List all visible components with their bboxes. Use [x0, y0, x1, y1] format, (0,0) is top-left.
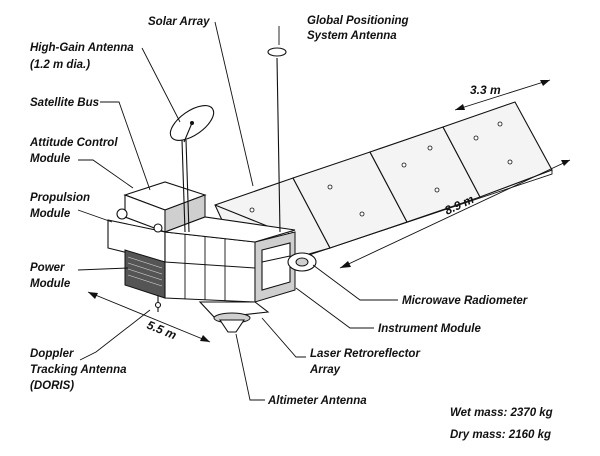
array-width-dimension: 3.3 m — [470, 83, 501, 97]
gps-antenna-label-line1: Global Positioning — [307, 15, 409, 27]
attitude-control-label-line1: Attitude Control — [29, 137, 118, 149]
doris-label-line2: Tracking Antenna — [30, 364, 127, 376]
laser-retroreflector-label-line2: Array — [309, 364, 341, 376]
gps-antenna-drawing — [267, 47, 287, 233]
doris-label-line3: (DORIS) — [30, 380, 74, 392]
laser-retroreflector-label-line1: Laser Retroreflector — [310, 348, 420, 360]
power-module-label-line1: Power — [30, 262, 65, 274]
power-module-label-line2: Module — [30, 278, 71, 290]
dry-mass-label: Dry mass: 2160 kg — [450, 429, 551, 441]
microwave-radiometer-label: Microwave Radiometer — [402, 295, 528, 307]
dimension-lines — [87, 79, 571, 343]
propulsion-label-line2: Module — [30, 208, 71, 220]
instrument-module-label: Instrument Module — [378, 323, 481, 335]
high-gain-antenna-label-line2: (1.2 m dia.) — [30, 59, 90, 71]
solar-array-label: Solar Array — [148, 16, 210, 28]
altimeter-antenna-label: Altimeter Antenna — [267, 395, 367, 407]
doris-label-line1: Doppler — [30, 348, 74, 360]
propulsion-label-line1: Propulsion — [30, 192, 90, 204]
attitude-control-label-line2: Module — [30, 153, 71, 165]
callout-labels: Solar Array Global Positioning System An… — [29, 15, 553, 441]
wet-mass-label: Wet mass: 2370 kg — [450, 407, 553, 419]
high-gain-antenna-label-line1: High-Gain Antenna — [30, 42, 134, 54]
bus-length-dimension: 5.5 m — [145, 318, 179, 343]
leader-lines — [77, 21, 398, 401]
high-gain-antenna-drawing — [169, 105, 215, 233]
satellite-bus-label: Satellite Bus — [30, 97, 99, 109]
gps-antenna-label-line2: System Antenna — [307, 30, 397, 42]
spacecraft-bus-drawing — [107, 181, 317, 333]
